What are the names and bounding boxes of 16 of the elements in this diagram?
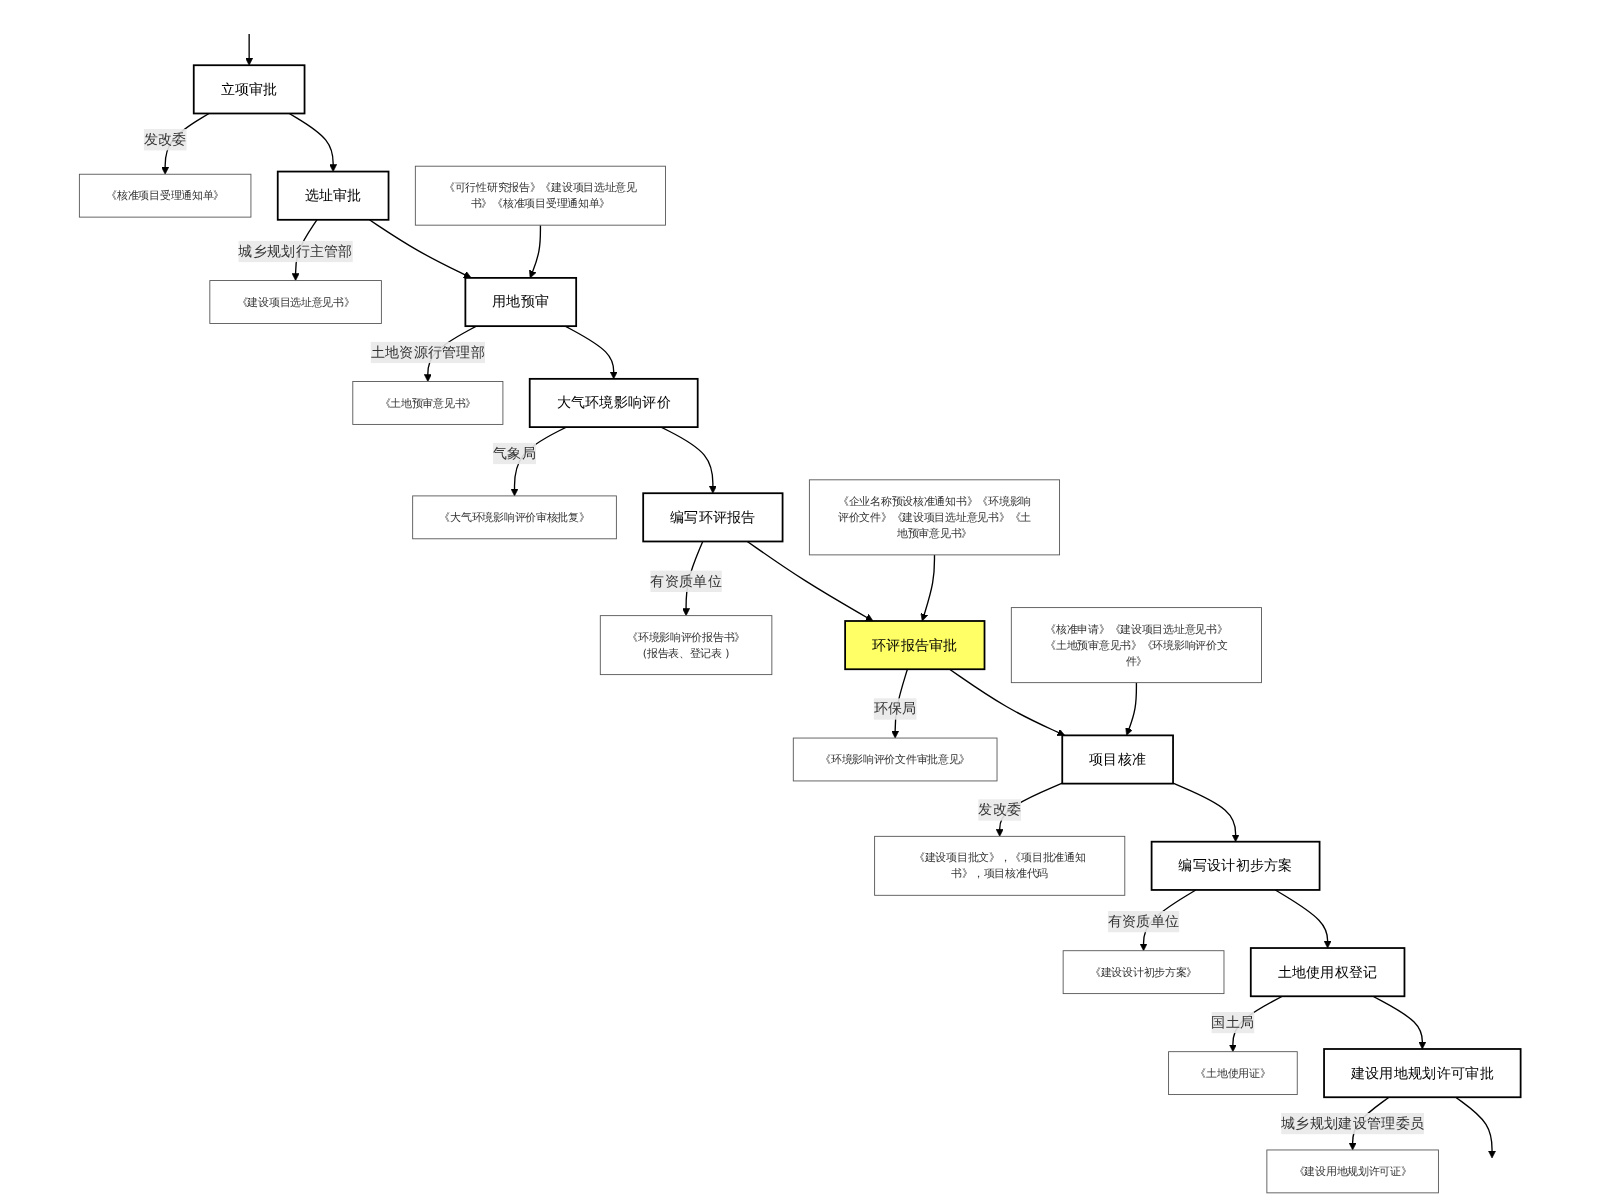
arrow bbox=[660, 426, 717, 494]
arrow bbox=[1372, 995, 1427, 1050]
arrow bbox=[529, 224, 542, 279]
arrow bbox=[1125, 682, 1138, 736]
arrow bbox=[1274, 889, 1332, 949]
arrow bbox=[1229, 995, 1284, 1053]
arrow bbox=[746, 540, 874, 622]
arrow bbox=[288, 112, 338, 172]
arrow bbox=[1454, 1096, 1496, 1159]
arrow bbox=[368, 219, 472, 279]
arrow bbox=[920, 554, 936, 622]
arrow bbox=[564, 325, 618, 380]
arrow bbox=[995, 782, 1063, 837]
arrow bbox=[1172, 782, 1240, 843]
arrow bbox=[948, 668, 1066, 736]
arrow bbox=[245, 33, 254, 66]
